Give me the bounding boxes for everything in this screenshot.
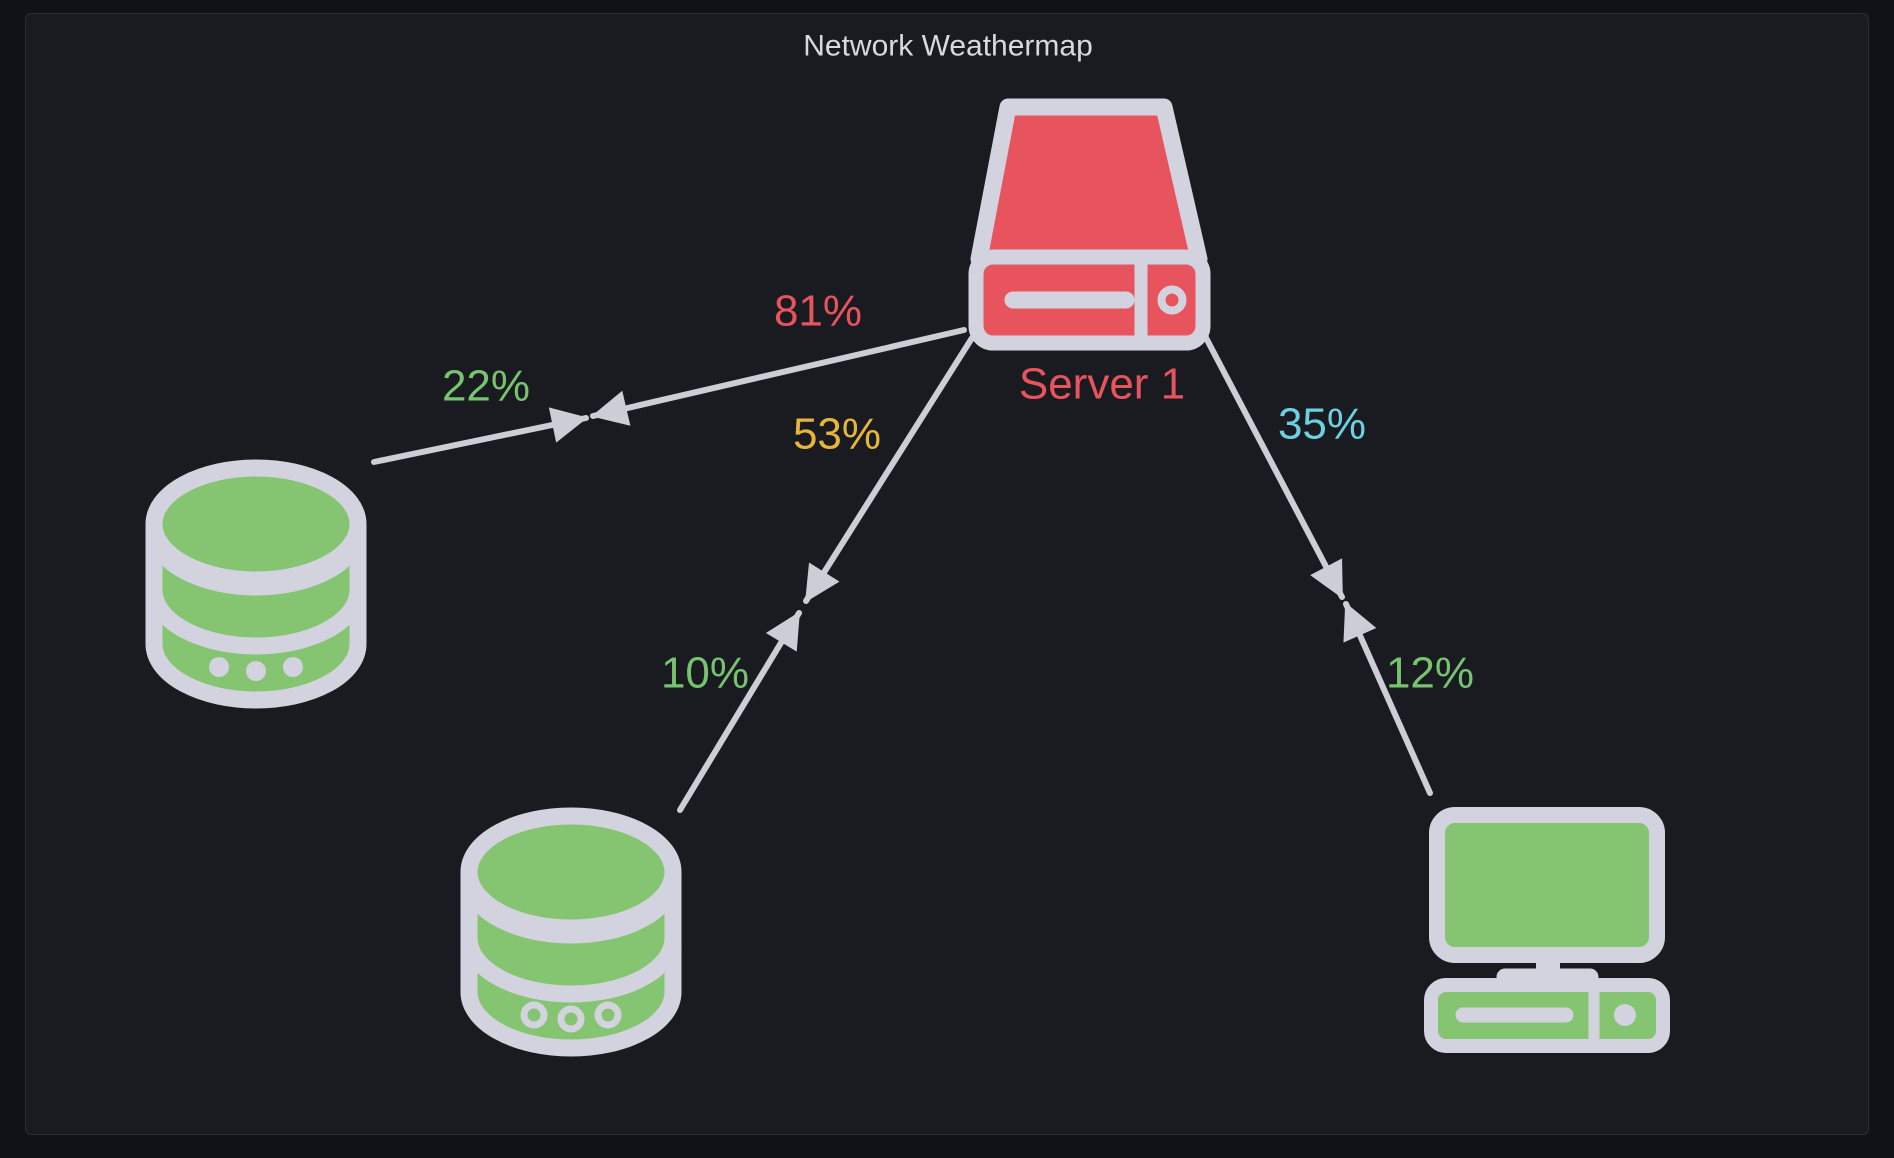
server-icon-body [970,98,1208,268]
link-arrow-to-center-from-database-left [371,407,589,465]
link-arrow-to-center-from-server1 [1201,331,1345,600]
database-icon-band [145,530,367,596]
utilization-label: 22% [442,362,530,411]
database-icon-dot [283,657,303,677]
database-icon-dot [209,657,229,677]
database-icon [460,807,682,1057]
link-arrow-to-center-from-workstation [1343,601,1433,796]
workstation-icon-monitor [1429,807,1665,963]
link-database-bottom-server1: 53% 10% [661,335,975,813]
workstation-icon [1424,807,1670,1053]
workstation-icon-led [1614,1004,1636,1026]
panel-title[interactable]: Network Weathermap [803,30,1093,63]
link-arrow-to-center-from-database-bottom [677,610,802,813]
database-icon-band [460,937,682,1003]
utilization-label: 12% [1386,649,1474,698]
server-icon [968,98,1211,351]
link-database-left-server1: 22% 81% [371,287,967,465]
database-icon-dot [246,661,266,681]
link-arrow-to-center-from-server1 [803,335,975,604]
utilization-label: 81% [774,287,862,336]
database-icon-band [145,589,367,655]
utilization-label: 35% [1278,400,1366,449]
database-icon [145,459,367,709]
utilization-label: 10% [661,649,749,698]
database-icon-dot [557,1005,585,1033]
database-icon-dot [594,1001,622,1029]
database-icon-band [460,878,682,944]
link-workstation-server1: 35% 12% [1201,331,1474,796]
utilization-label: 53% [793,410,881,459]
server-icon-led [1157,285,1187,315]
node-label-server1: Server 1 [1019,360,1185,409]
link-arrow-to-center-from-server1 [590,327,967,426]
database-icon-dot [520,1001,548,1029]
